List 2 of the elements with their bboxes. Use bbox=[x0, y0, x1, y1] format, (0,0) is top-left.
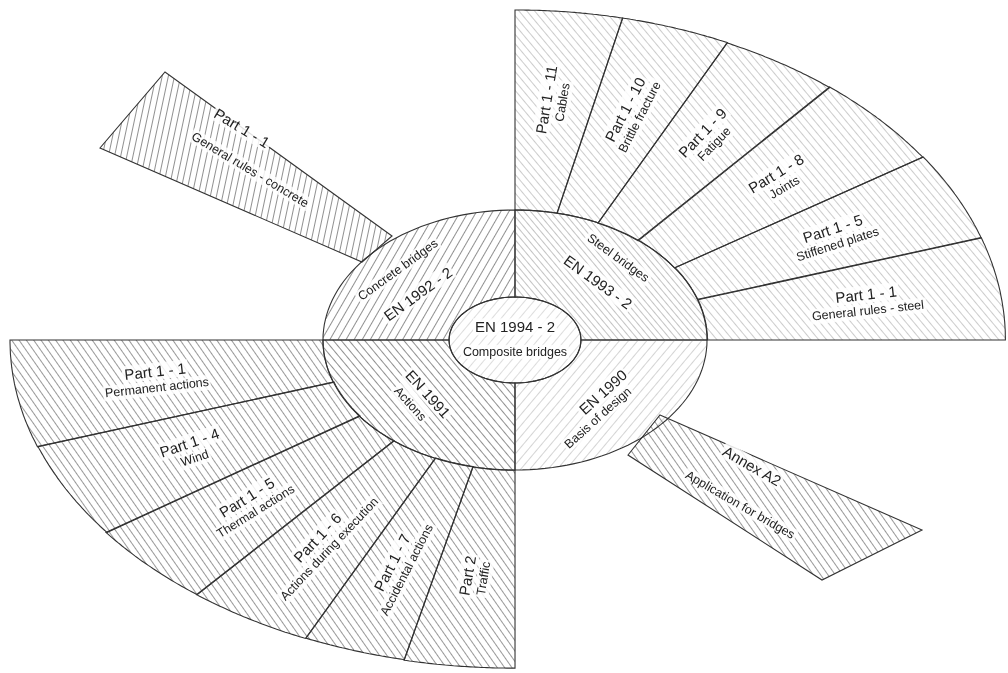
part-description: Composite bridges bbox=[460, 344, 570, 360]
part-label: EN 1994 - 2 bbox=[473, 318, 557, 336]
